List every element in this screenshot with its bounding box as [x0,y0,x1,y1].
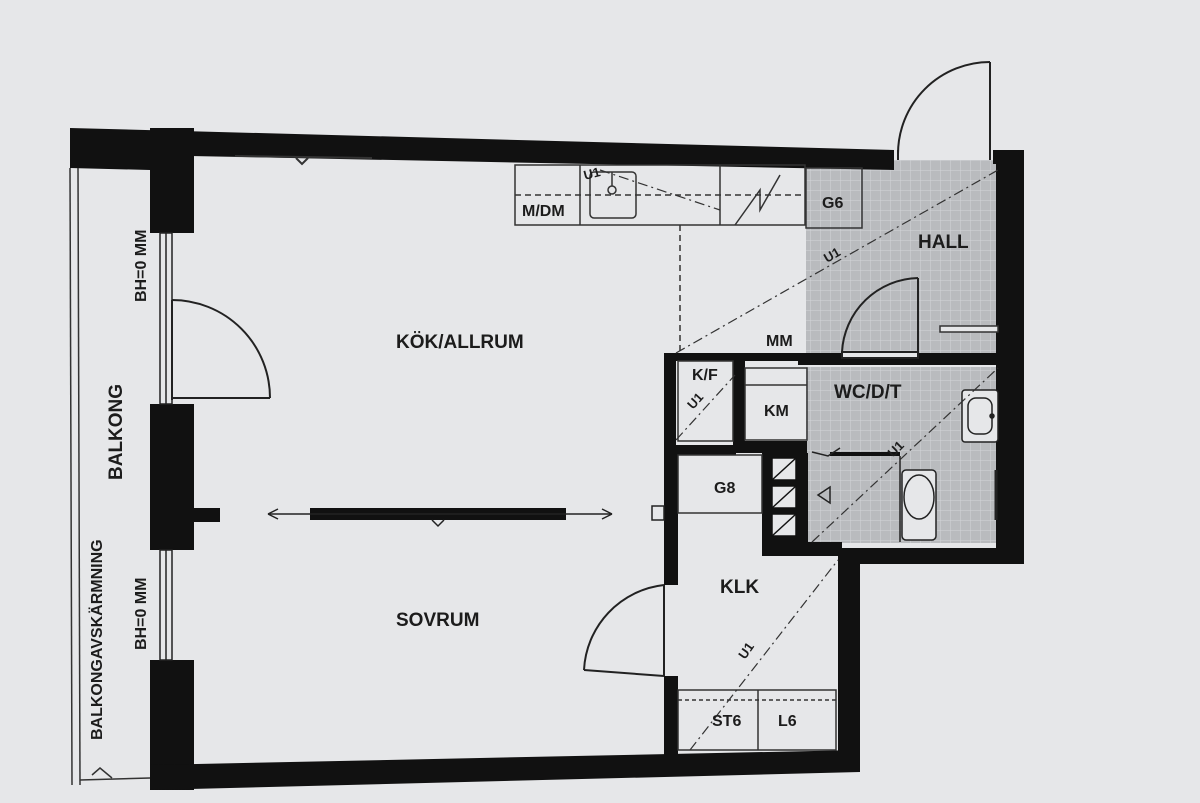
klk-door[interactable] [583,584,665,677]
balcony-door[interactable] [171,299,271,400]
bathroom-fixtures [811,389,999,542]
wc-door[interactable] [841,277,919,359]
top-window [234,155,373,166]
room-label-wc: WC/D/T [834,382,902,403]
kitchen-counter [514,164,806,353]
cabinet-hatches [771,457,797,537]
windows-left [159,232,173,661]
hall-floor [806,160,998,357]
fixture-label-g6: G6 [822,195,843,212]
fixture-label-mm: MM [766,333,793,350]
entrance-door[interactable] [897,61,991,160]
wardrobes [677,360,837,751]
marker-u1-hall: U1 [821,244,843,265]
g6-cabinet [805,167,863,229]
balcony-railing [69,167,151,786]
note-balkongavskarmning: BALKONGAVSKÄRMNING [88,539,106,740]
room-label-balkong: BALKONG [106,384,127,480]
hall-shelf [939,325,999,333]
room-label-klk: KLK [720,577,759,598]
fixture-label-km: KM [764,403,789,420]
note-bh-top: BH=0 MM [133,230,150,302]
room-label-sovrum: SOVRUM [396,610,479,631]
sliding-partition[interactable] [267,505,665,528]
fixture-label-g8: G8 [714,480,735,497]
u1-sightlines [599,169,999,751]
fixture-label-l6: L6 [778,713,797,730]
room-label-kok-allrum: KÖK/ALLRUM [396,332,524,353]
fixture-label-st6: ST6 [712,713,741,730]
fixture-label-kf: K/F [692,367,718,384]
room-label-hall: HALL [918,232,969,253]
fixture-label-mdm: M/DM [522,203,565,220]
exterior-walls [70,128,1024,790]
note-bh-bottom: BH=0 MM [133,578,150,650]
marker-u1-kitchen: U1 [582,164,602,183]
